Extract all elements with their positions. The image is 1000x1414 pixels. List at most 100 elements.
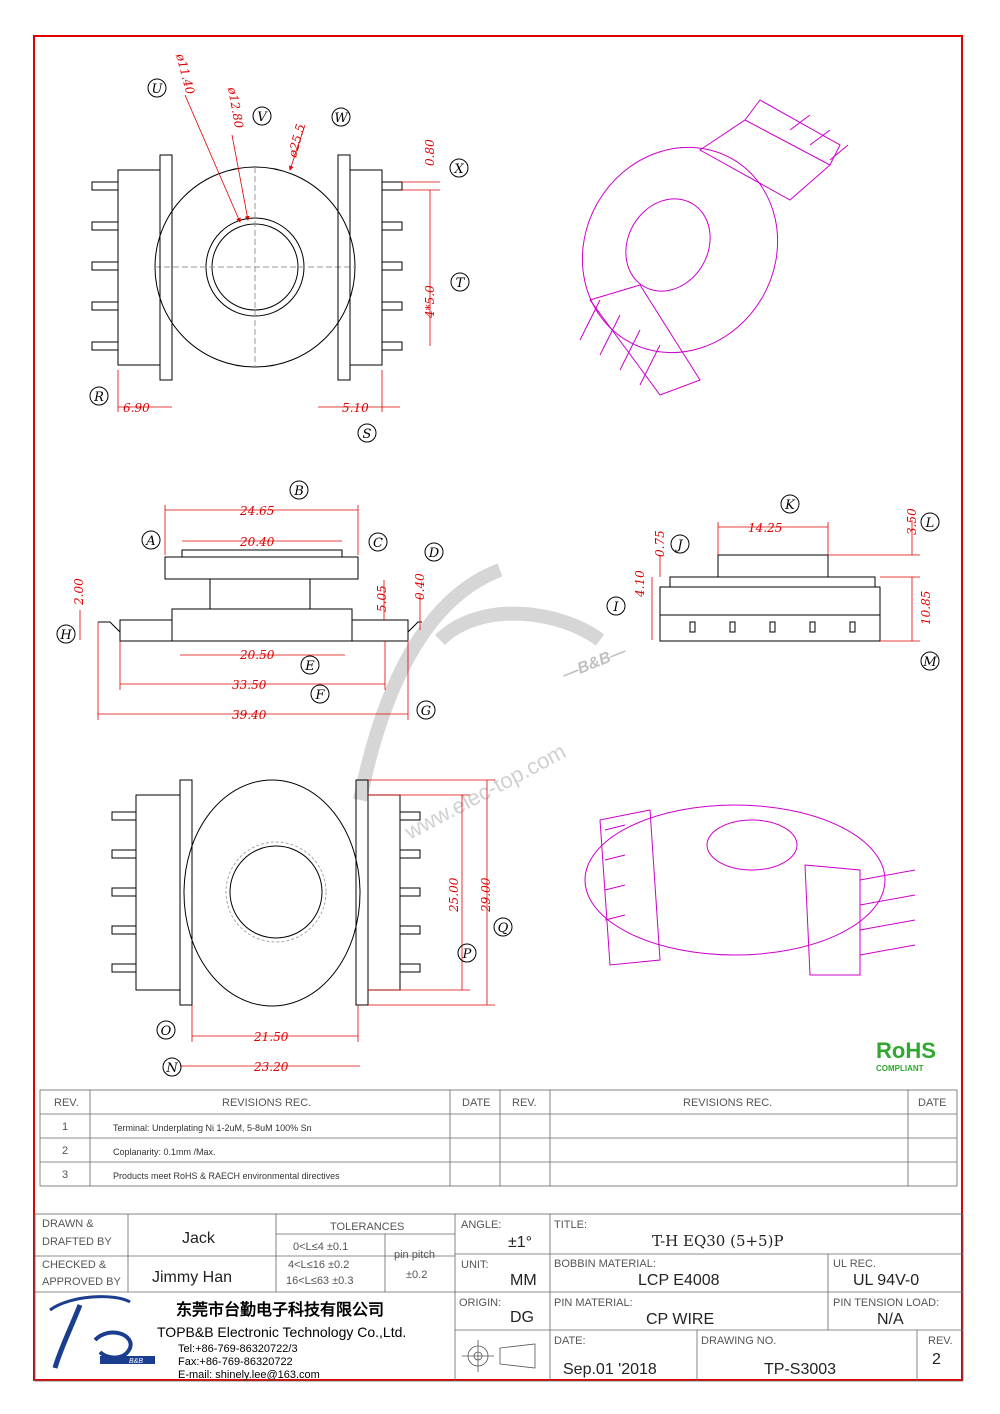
top-pins-right [381,181,403,351]
ul-value: UL 94V-0 [853,1272,919,1289]
iso-view-bottom [584,804,916,976]
company-logo: B&B [49,1295,155,1369]
rev-row-1-num: 1 [62,1121,68,1133]
watermark-url: www.elec-top.com [400,739,570,845]
dim-pin-width: 0.80 [423,139,437,166]
label-m: M [922,655,937,670]
label-g: G [421,704,431,719]
origin-value: DG [510,1309,534,1326]
dim-q: 29.00 [479,877,493,913]
pin-pitch-value: ±0.2 [406,1269,427,1281]
dim-phi-inner: ø11.40 [173,51,198,96]
dim-left-offset: 6.90 [123,401,150,415]
label-t: T [456,276,466,291]
checked-by: Jimmy Han [152,1269,232,1286]
rohs-mark: RoHS COMPLIANT [876,1038,936,1073]
label-j: J [674,538,683,553]
dim-o: 21.50 [253,1030,289,1044]
pin-material-label: PIN MATERIAL: [554,1297,633,1309]
dim-phi-outer: ø25.5 [285,122,308,159]
tolerance-1: 0<L≤4 ±0.1 [293,1241,348,1253]
rev-label: REV. [928,1335,953,1347]
rev-header-rev2: REV. [512,1097,537,1109]
dim-j: 0.75 [653,530,667,557]
checked-label-1: CHECKED & [42,1259,107,1271]
logo-text: B&B [129,1358,143,1365]
bobbin-value: LCP E4008 [638,1272,720,1289]
rev-row-3-num: 3 [62,1169,68,1181]
front-view-dims [79,505,421,720]
origin-label: ORIGIN: [459,1297,501,1309]
pin-tension-label: PIN TENSION LOAD: [833,1297,939,1309]
label-k: K [784,498,796,513]
dim-pin-pitch: 4*5.0 [423,285,437,319]
drawing-no-value: TP-S3003 [764,1361,836,1378]
top-view-dims [117,94,440,412]
rohs-title: RoHS [876,1038,936,1063]
top-pins-left [91,181,119,351]
rev-header-date2: DATE [918,1097,947,1109]
label-i: I [612,600,619,615]
dim-n: 23.20 [253,1060,289,1074]
dim-h: 2.00 [72,578,86,606]
rohs-sub: COMPLIANT [876,1064,924,1073]
dim-l: 3.50 [905,508,919,535]
label-o: O [161,1024,172,1039]
rev-row-2-text: Coplanarity: 0.1mm /Max. [113,1147,216,1157]
drawn-label-1: DRAWN & [42,1218,94,1230]
company-name-cn: 东莞市台勤电子科技有限公司 [176,1300,384,1319]
pin-tension-value: N/A [877,1311,904,1328]
tolerance-3: 16<L≤63 ±0.3 [286,1275,353,1287]
angle-value: ±1° [508,1234,532,1251]
revision-table [39,1089,958,1187]
company-fax: Fax:+86-769-86320722 [178,1356,293,1368]
title-block-grid [34,1213,964,1382]
label-h: H [59,628,72,643]
unit-label: UNIT: [461,1259,489,1271]
drawing-frame [33,35,963,1381]
rev-header-rev: REV. [54,1097,79,1109]
dim-a: 20.40 [239,535,275,549]
date-label: DATE: [554,1335,586,1347]
dim-c: 5.05 [375,585,389,612]
company-tel: Tel:+86-769-86320722/3 [178,1343,298,1355]
unit-value: MM [510,1272,537,1289]
label-x: X [453,162,464,177]
drawing-title: T-H EQ30 (5+5)P [652,1232,784,1250]
angle-label: ANGLE: [461,1219,501,1231]
rev-header-date: DATE [462,1097,491,1109]
dim-b: 24.65 [239,504,274,518]
rev-row-2-num: 2 [62,1145,68,1157]
bobbin-label: BOBBIN MATERIAL: [554,1258,656,1270]
label-r: R [93,390,104,405]
label-f: F [314,688,325,703]
label-e: E [304,659,315,674]
front-view [98,549,422,642]
rev-row-3-text: Products meet RoHS & RAECH environmental… [113,1171,340,1181]
projection-symbol [462,1340,536,1372]
circle-labels [56,78,940,1077]
label-s: S [363,427,372,442]
label-d: D [428,546,440,561]
label-l: L [925,516,935,531]
side-view [659,554,881,642]
label-p: P [462,947,472,962]
dim-i: 4.10 [633,570,647,598]
label-u: U [152,82,164,97]
dim-d: 0.40 [413,573,427,600]
label-a: A [145,534,155,549]
side-view-dims [651,520,920,642]
bottom-view [111,779,421,1007]
company-name-en: TOPB&B Electronic Technology Co.,Ltd. [157,1324,406,1340]
label-w: W [334,111,349,126]
checked-label-2: APPROVED BY [42,1276,122,1288]
top-view [91,154,403,381]
bottom-view-dims [180,779,495,1067]
dim-f: 33.50 [232,678,267,692]
title-label: TITLE: [554,1219,587,1231]
rev-row-1-text: Terminal: Underplating Ni 1-2uM, 5-8uM 1… [113,1123,312,1133]
drawn-by: Jack [182,1230,216,1247]
dim-right-offset: 5.10 [342,401,369,415]
label-b: B [293,484,304,499]
